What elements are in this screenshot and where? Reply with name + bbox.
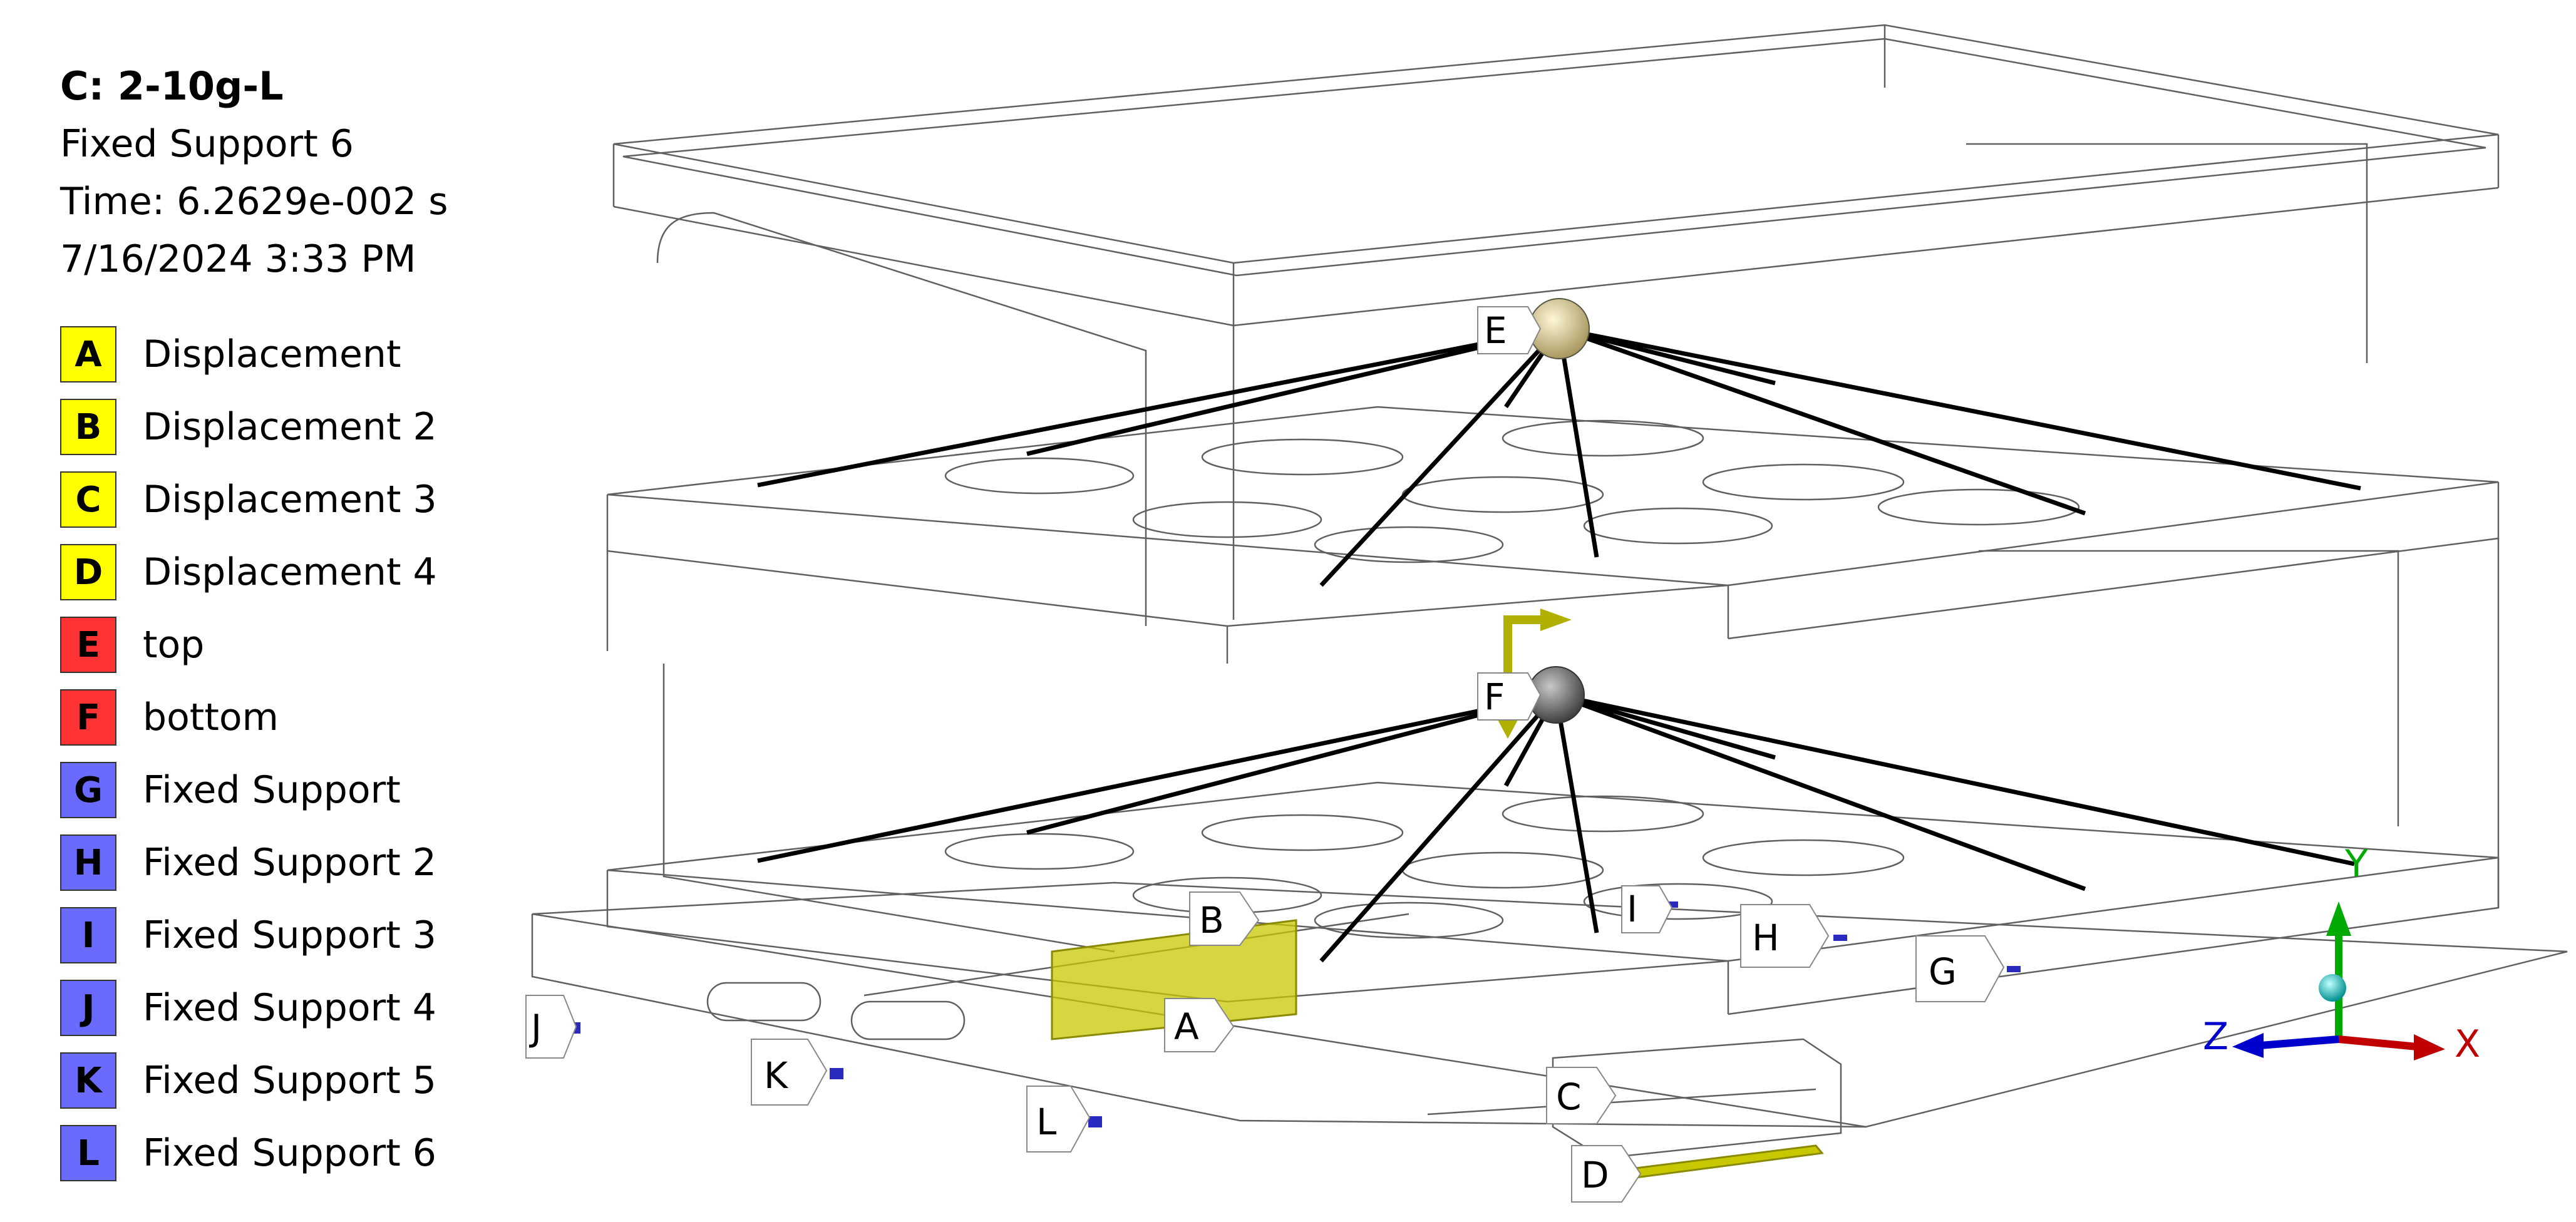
callout-label-a: A — [1174, 1005, 1199, 1048]
legend-label: Displacement 2 — [143, 405, 437, 449]
callout-box-f — [1477, 672, 1542, 721]
time-readout: Time: 6.2629e-002 s — [60, 180, 448, 223]
callout-box-b — [1189, 891, 1260, 946]
legend-item-b[interactable]: B Displacement 2 — [60, 391, 498, 463]
legend-item-g[interactable]: G Fixed Support — [60, 754, 498, 826]
legend-item-i[interactable]: I Fixed Support 3 — [60, 899, 498, 972]
legend-item-j[interactable]: J Fixed Support 4 — [60, 972, 498, 1044]
legend-label: Fixed Support 3 — [143, 913, 436, 957]
callout-box-k — [751, 1039, 828, 1106]
legend-badge: B — [60, 399, 116, 455]
legend-badge: J — [60, 980, 116, 1036]
model-viewport[interactable]: E F B A C D I H G J K L Y X Z — [488, 0, 2576, 1222]
callout-box-j — [525, 995, 577, 1059]
legend-badge: D — [60, 544, 116, 600]
remote-point-bottom-spokes — [757, 692, 2355, 963]
callout-box-c — [1546, 1067, 1617, 1124]
callout-label-i: I — [1627, 888, 1637, 930]
callout-label-b: B — [1199, 899, 1224, 942]
callout-label-h: H — [1752, 916, 1780, 959]
date-readout: 7/16/2024 3:33 PM — [60, 237, 416, 281]
selected-object: Fixed Support 6 — [60, 122, 354, 166]
fixed-support-marker-k — [830, 1068, 843, 1079]
legend-badge: A — [60, 326, 116, 383]
callout-box-a — [1164, 998, 1235, 1052]
upper-shelf — [607, 406, 2499, 587]
analysis-title: C: 2-10g-L — [60, 63, 284, 109]
legend-label: Fixed Support 2 — [143, 841, 436, 885]
legend-item-a[interactable]: A Displacement — [60, 318, 498, 391]
callout-box-e — [1477, 306, 1542, 354]
legend-item-h[interactable]: H Fixed Support 2 — [60, 826, 498, 899]
callout-box-l — [1026, 1086, 1091, 1153]
legend-label: Displacement 3 — [143, 478, 437, 521]
legend-item-k[interactable]: K Fixed Support 5 — [60, 1044, 498, 1117]
callout-label-e: E — [1484, 309, 1507, 352]
legend-label: Fixed Support 4 — [143, 986, 436, 1030]
legend-label: top — [143, 623, 205, 667]
fixed-support-marker-l — [1088, 1116, 1102, 1127]
legend-badge: K — [60, 1052, 116, 1109]
callout-label-k: K — [764, 1054, 789, 1097]
legend-item-c[interactable]: C Displacement 3 — [60, 463, 498, 536]
legend-label: Displacement 4 — [143, 550, 437, 594]
legend-label: Fixed Support — [143, 768, 401, 812]
legend-label: Fixed Support 5 — [143, 1059, 436, 1102]
callout-label-f: F — [1484, 675, 1505, 718]
legend-badge: G — [60, 762, 116, 818]
legend-badge: L — [60, 1125, 116, 1181]
callout-box-d — [1571, 1145, 1642, 1203]
fixed-support-marker-i — [1664, 901, 1678, 908]
axis-y-label: Y — [2344, 842, 2368, 886]
fixed-support-marker-g — [2007, 966, 2021, 972]
legend-badge: H — [60, 834, 116, 891]
fixed-support-marker-h — [1833, 935, 1847, 941]
axis-z-label: Z — [2203, 1015, 2228, 1059]
callout-label-j: J — [529, 1007, 542, 1049]
callout-label-c: C — [1556, 1076, 1582, 1118]
axis-triad: Y X Z — [2203, 842, 2480, 1066]
legend-item-l[interactable]: L Fixed Support 6 — [60, 1117, 498, 1189]
callout-label-d: D — [1581, 1154, 1609, 1196]
callout-label-g: G — [1929, 950, 1957, 993]
callout-label-l: L — [1036, 1101, 1056, 1143]
legend-badge: I — [60, 907, 116, 963]
displacement-face-d — [1614, 1144, 1824, 1181]
callout-box-g — [1915, 935, 2005, 1002]
remote-point-top-spokes — [757, 326, 2361, 587]
callout-box-i — [1621, 885, 1673, 933]
legend-item-d[interactable]: D Displacement 4 — [60, 536, 498, 608]
legend-badge: E — [60, 617, 116, 673]
legend-badge: C — [60, 471, 116, 528]
legend-badge: F — [60, 689, 116, 746]
axis-x-label: X — [2455, 1022, 2480, 1066]
legend-panel: C: 2-10g-L Fixed Support 6 Time: 6.2629e… — [60, 58, 498, 1189]
legend-label: Displacement — [143, 332, 401, 376]
legend-label: bottom — [143, 696, 279, 739]
legend-label: Fixed Support 6 — [143, 1131, 436, 1175]
base-plate — [532, 881, 2568, 1128]
callout-box-h — [1740, 904, 1830, 968]
